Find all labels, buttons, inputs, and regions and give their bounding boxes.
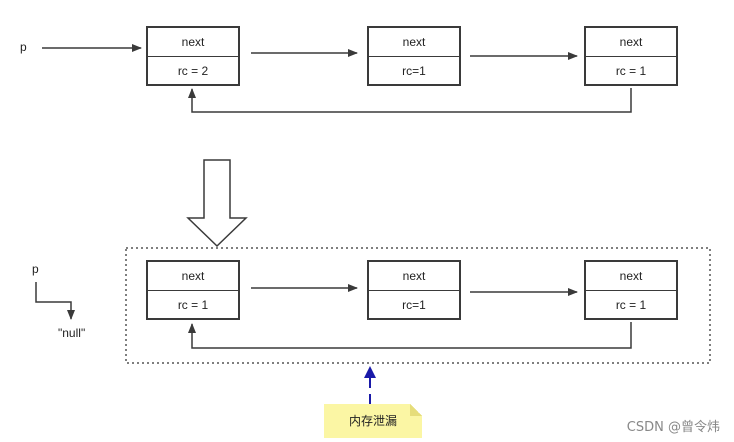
back-reference-arrow-bottom xyxy=(188,322,632,349)
pointer-label-top: p xyxy=(20,40,27,54)
node-next-field: next xyxy=(586,28,676,57)
null-label: "null" xyxy=(58,326,86,340)
node-top-2: next rc=1 xyxy=(367,26,461,86)
node-next-field: next xyxy=(148,262,238,291)
node-next-field: next xyxy=(586,262,676,291)
pointer-p-null-arrow xyxy=(35,282,75,320)
watermark: CSDN @曾令炜 xyxy=(626,420,720,435)
note-fold-corner xyxy=(410,404,422,416)
node-top-3: next rc = 1 xyxy=(584,26,678,86)
node-next-field: next xyxy=(369,262,459,291)
memory-leak-note-text: 内存泄漏 xyxy=(348,414,397,428)
node-rc-field: rc = 2 xyxy=(177,64,209,78)
back-reference-arrow xyxy=(188,88,632,113)
node-bottom-3: next rc = 1 xyxy=(584,260,678,320)
node-next-field: next xyxy=(148,28,238,57)
node-rc-field: rc = 1 xyxy=(615,64,647,78)
node-rc-field: rc=1 xyxy=(402,298,426,312)
node-top-1: next rc = 2 xyxy=(146,26,240,86)
node-rc-field: rc = 1 xyxy=(177,298,209,312)
node-bottom-2: next rc=1 xyxy=(367,260,461,320)
node-rc-field: rc=1 xyxy=(402,64,426,78)
node-rc-field: rc = 1 xyxy=(615,298,647,312)
leak-indicator-arrowhead xyxy=(364,366,376,378)
node-next-field: next xyxy=(369,28,459,57)
transition-down-arrow xyxy=(186,159,248,248)
leak-region-border xyxy=(125,247,711,364)
node-bottom-1: next rc = 1 xyxy=(146,260,240,320)
pointer-label-bottom: p xyxy=(32,262,39,276)
memory-leak-note: 内存泄漏 xyxy=(324,404,422,438)
